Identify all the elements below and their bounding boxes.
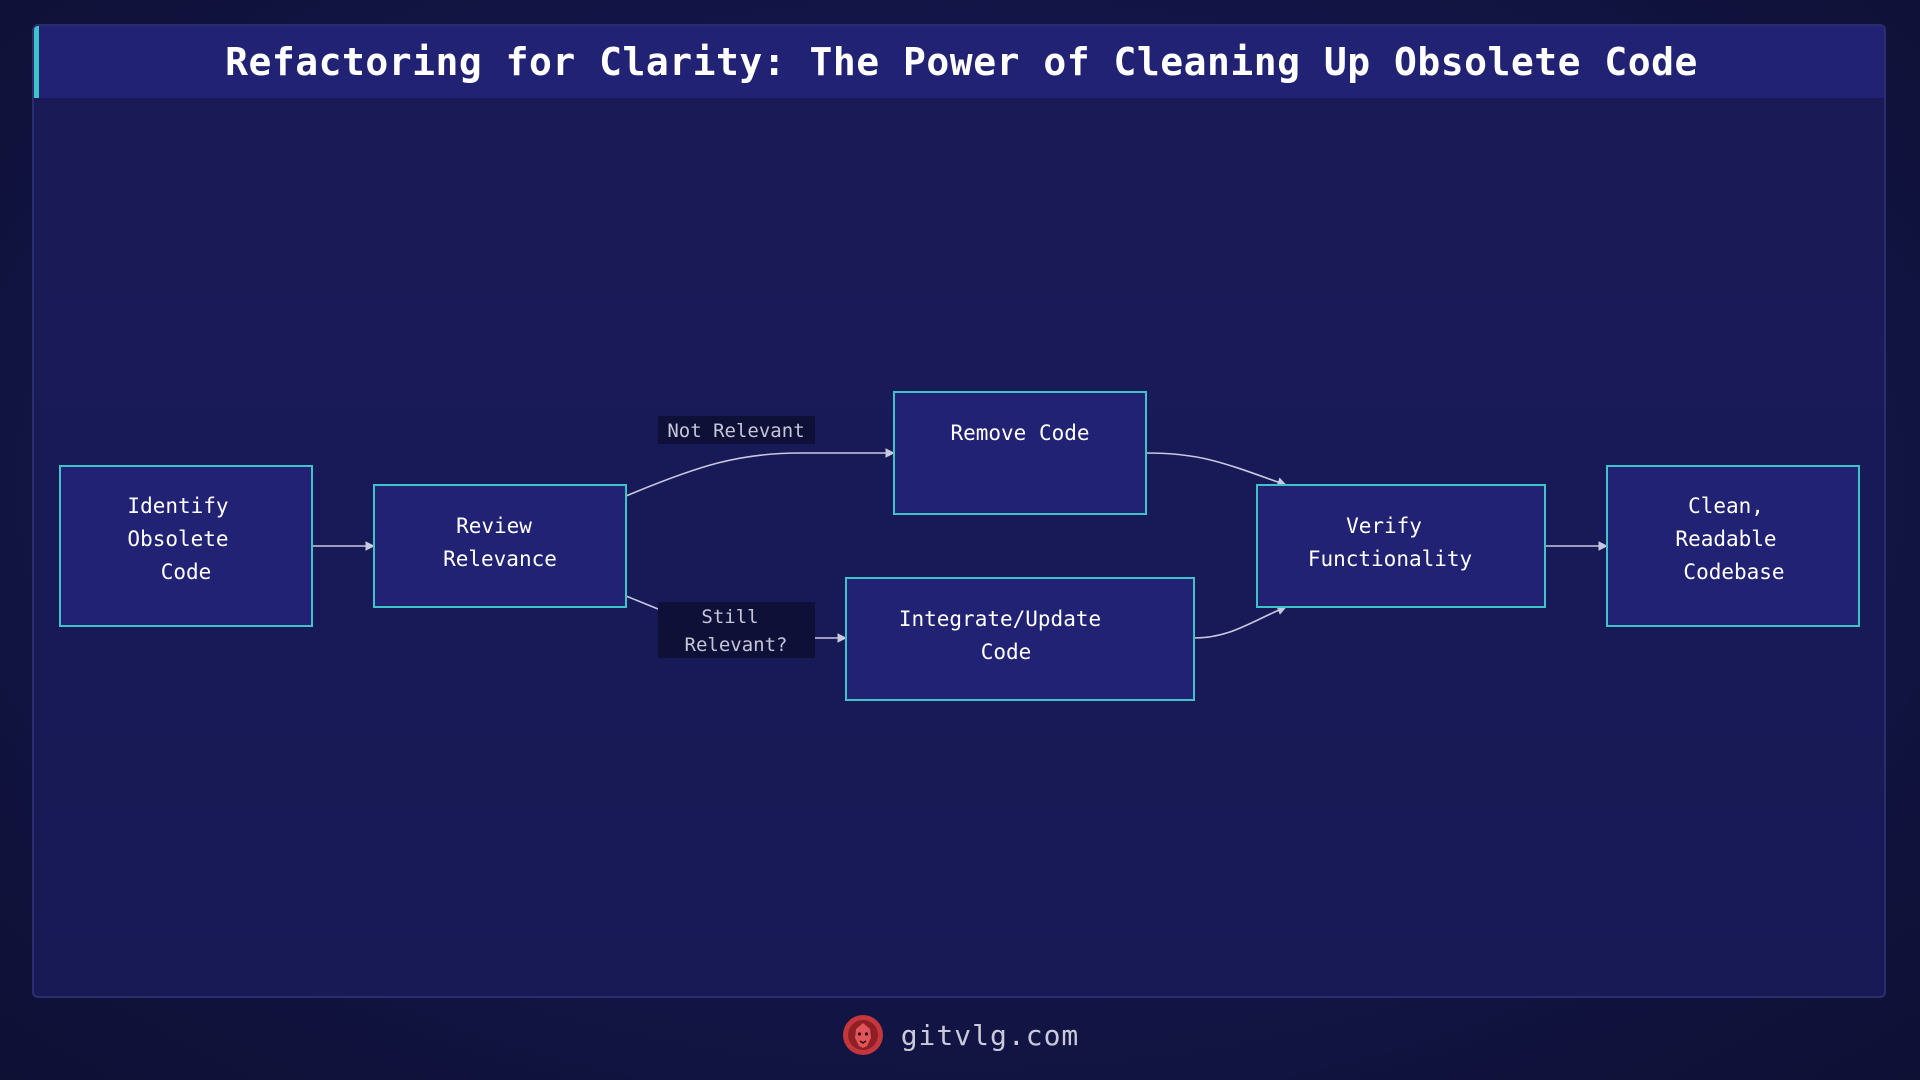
- node-identify-line-2: Obsolete: [127, 527, 228, 551]
- node-verify-line-1: Verify: [1346, 514, 1422, 538]
- edge-label-not-relevant: Not Relevant: [658, 416, 815, 444]
- node-integrate-line-2: Code: [981, 640, 1032, 664]
- node-identify-line-1: Identify: [127, 494, 228, 518]
- footer-site-link[interactable]: gitvlg.com: [900, 1018, 1080, 1052]
- node-integrate-update-code: Integrate/Update Code: [845, 577, 1195, 701]
- edge-integrate-to-verify: [1193, 605, 1287, 639]
- node-clean-line-3: Codebase: [1683, 560, 1784, 584]
- node-clean-readable-codebase: Clean, Readable Codebase: [1606, 465, 1860, 627]
- node-verify-line-2: Functionality: [1308, 547, 1472, 571]
- edge-review-to-remove: [625, 448, 895, 497]
- edge-review-to-still-relevant: [625, 595, 659, 610]
- node-verify-functionality: Verify Functionality: [1256, 484, 1546, 608]
- node-review-line-1: Review: [456, 514, 532, 538]
- edge-label-still-relevant: Still Relevant?: [658, 602, 815, 658]
- footer: gitvlg.com: [0, 1010, 1920, 1060]
- node-remove-code: Remove Code: [893, 391, 1147, 515]
- node-identify-line-3: Code: [161, 560, 212, 584]
- diagram-frame: Refactoring for Clarity: The Power of Cl…: [32, 24, 1886, 998]
- edge-label-still-relevant-line-2: Relevant?: [685, 634, 788, 656]
- diagram-title: Refactoring for Clarity: The Power of Cl…: [225, 40, 1698, 84]
- node-review-line-2: Relevance: [443, 547, 557, 571]
- node-identify-obsolete-code: Identify Obsolete Code: [59, 465, 313, 627]
- node-review-relevance: Review Relevance: [373, 484, 627, 608]
- node-clean-line-2: Readable: [1675, 527, 1776, 551]
- node-remove-line-1: Remove Code: [950, 421, 1089, 445]
- edge-label-still-relevant-line-1: Still: [701, 606, 758, 628]
- node-integrate-line-1: Integrate/Update: [899, 607, 1101, 631]
- node-clean-line-1: Clean,: [1688, 494, 1764, 518]
- edge-label-not-relevant-line-1: Not Relevant: [667, 420, 804, 442]
- edge-remove-to-verify: [1145, 452, 1287, 487]
- lion-logo-icon: [842, 1015, 883, 1055]
- title-bar: Refactoring for Clarity: The Power of Cl…: [34, 26, 1884, 98]
